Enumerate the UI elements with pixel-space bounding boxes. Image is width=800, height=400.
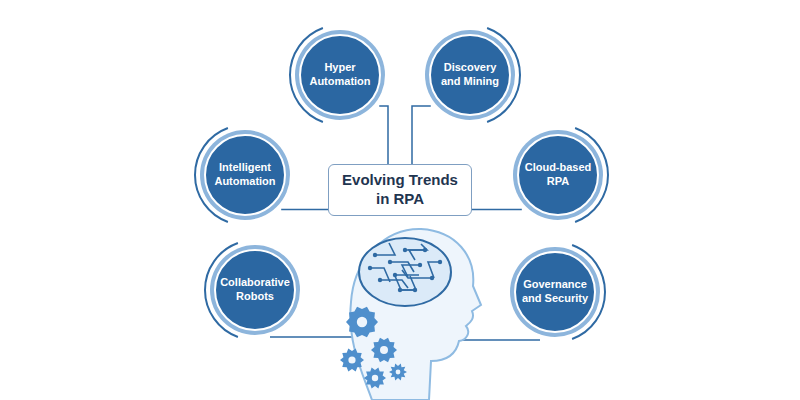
outer-ring — [200, 130, 290, 220]
trend-circle: Cloud-based RPA — [506, 123, 610, 227]
title-text: Evolving Trends in RPA — [341, 171, 459, 209]
gear-hole — [396, 370, 401, 375]
inner-disc — [215, 250, 295, 330]
outer-ring — [513, 130, 603, 220]
circuit-dot — [413, 288, 417, 292]
circuit-trace — [428, 262, 440, 278]
circuit-trace — [400, 276, 416, 290]
circuit-dot — [368, 266, 372, 270]
gear-hole — [380, 346, 388, 354]
inner-disc — [205, 135, 285, 215]
gear — [371, 338, 397, 363]
inner-disc — [518, 135, 598, 215]
trend-circle: Hyper Automation — [288, 23, 392, 127]
circuit-trace — [402, 270, 432, 278]
gear — [340, 349, 364, 372]
connector-line — [281, 209, 328, 211]
circuit-trace — [370, 268, 390, 282]
circuit-dot — [373, 253, 377, 257]
trend-label: Cloud-based RPA — [523, 161, 593, 189]
connector-line — [412, 106, 431, 164]
trend-label: Discovery and Mining — [435, 61, 505, 89]
circuit-dot — [418, 263, 422, 267]
leader-line — [270, 336, 352, 338]
trend-label: Hyper Automation — [305, 61, 375, 89]
trend-label: Collaborative Robots — [220, 276, 290, 304]
gear — [364, 368, 386, 389]
inner-disc — [300, 35, 380, 115]
circuit-dot — [423, 248, 427, 252]
inner-disc — [515, 252, 595, 332]
circuit-dot — [403, 248, 407, 252]
circuit-dot — [438, 260, 442, 264]
circuit-trace — [380, 280, 408, 288]
brain-outline — [359, 238, 451, 306]
circuit-trace — [395, 276, 415, 290]
trend-circle: Intelligent Automation — [193, 123, 297, 227]
circuit-dot — [388, 260, 392, 264]
gear — [389, 363, 407, 380]
gear — [346, 307, 378, 337]
title-box: Evolving Trends in RPA — [328, 164, 472, 216]
circuit-dot — [378, 278, 382, 282]
trend-label: Intelligent Automation — [210, 161, 280, 189]
trend-circle: Discovery and Mining — [418, 23, 522, 127]
outer-ring — [425, 30, 515, 120]
inner-disc — [430, 35, 510, 115]
trend-circle: Governance and Security — [503, 240, 607, 344]
circuit-trace — [409, 250, 425, 260]
connector-line — [472, 209, 522, 211]
gear-hole — [372, 375, 378, 381]
gear-hole — [348, 356, 355, 363]
circuit-trace — [375, 243, 395, 255]
connector-line — [379, 106, 388, 164]
outer-ring — [510, 247, 600, 337]
circuit-brain — [359, 238, 451, 306]
gears — [340, 307, 407, 389]
gear-hole — [357, 317, 367, 327]
trend-label: Governance and Security — [520, 278, 590, 306]
circuit-trace — [395, 274, 419, 276]
leader-line — [462, 339, 540, 341]
trend-circle: Collaborative Robots — [203, 238, 307, 342]
circuit-dot — [393, 273, 397, 277]
outer-ring — [210, 245, 300, 335]
outer-ring — [295, 30, 385, 120]
